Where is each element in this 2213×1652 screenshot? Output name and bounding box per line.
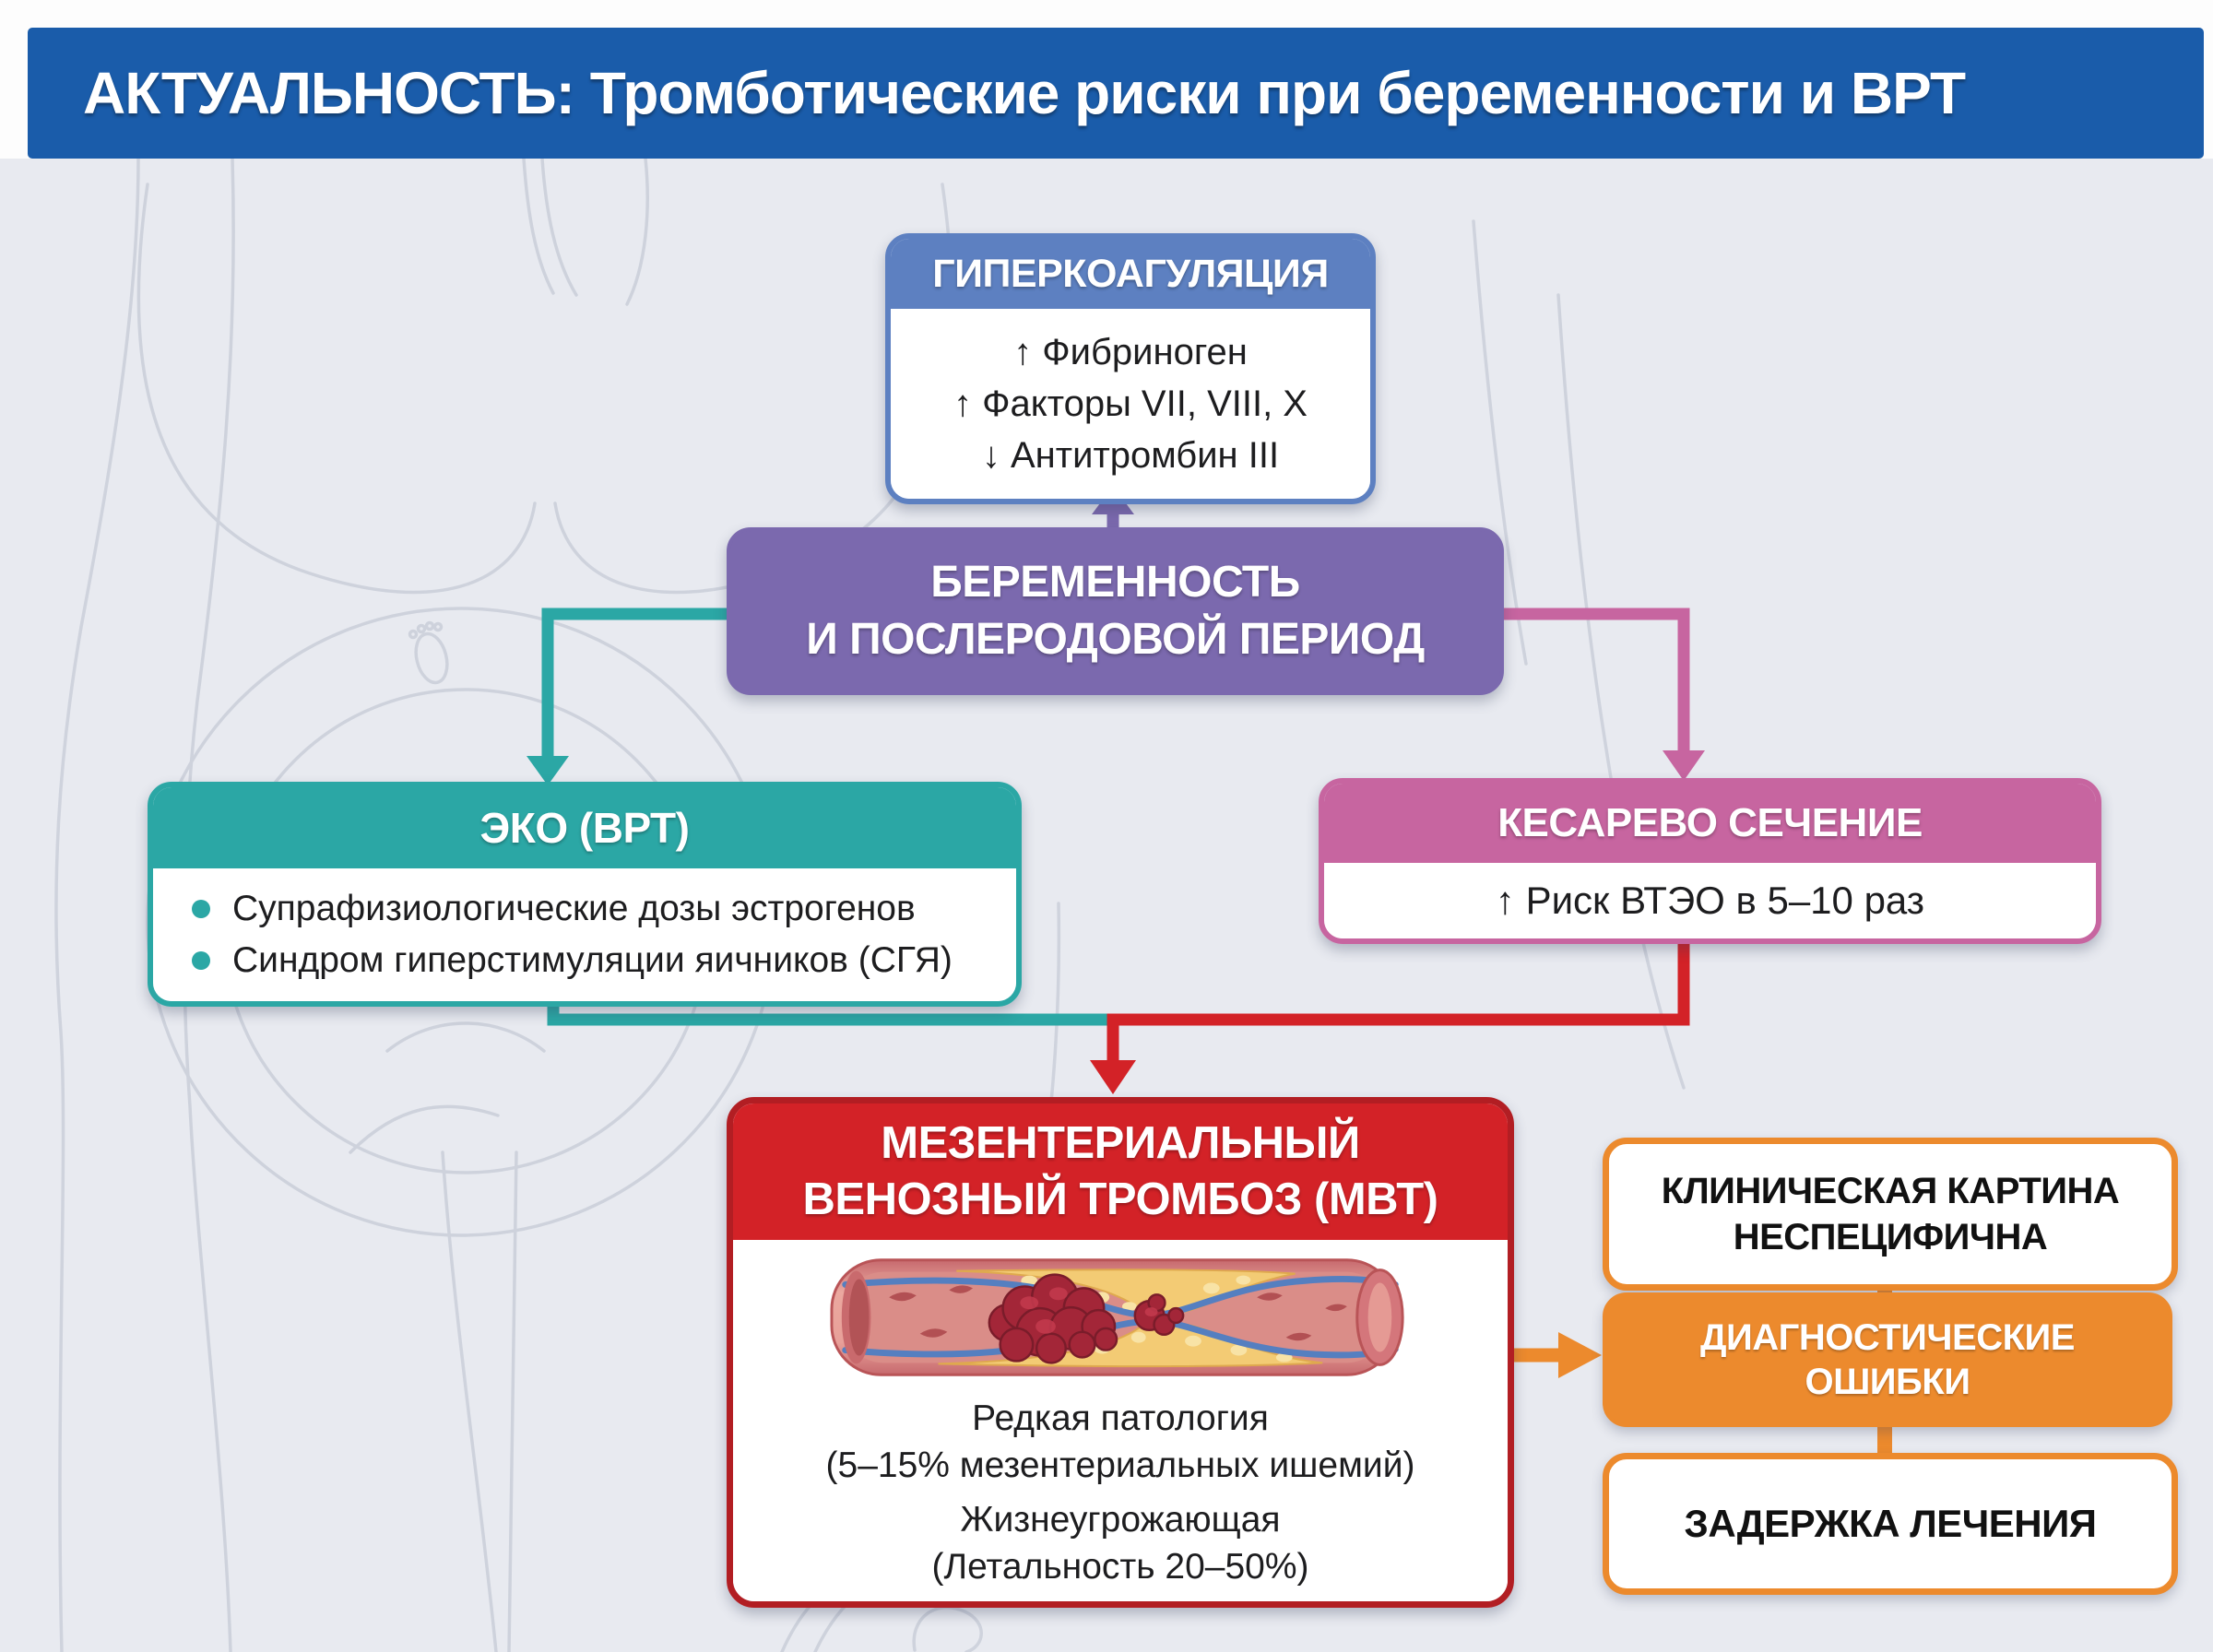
- pregnancy-title-line: БЕРЕМЕННОСТЬ: [930, 558, 1300, 607]
- pregnancy-title-line: И ПОСЛЕРОДОВОЙ ПЕРИОД: [806, 615, 1425, 664]
- hypercoagulation-line: ↑ Фибриноген: [1013, 332, 1248, 372]
- mvt-title-line: МЕЗЕНТЕРИАЛЬНЫЙ: [881, 1118, 1360, 1168]
- cesarean-title: КЕСАРЕВО СЕЧЕНИЕ: [1324, 784, 2096, 863]
- mvt-body-line: (Летальность 20–50%): [931, 1547, 1309, 1587]
- mvt-body: Редкая патология (5–15% мезентериальных …: [733, 1240, 1508, 1601]
- ivf-bullet: Супрафизиологические дозы эстрогенов: [184, 883, 916, 935]
- mvt-body-line: Редкая патология: [972, 1398, 1269, 1438]
- ivf-bullet-text: Супрафизиологические дозы эстрогенов: [232, 889, 916, 928]
- clinical-picture-box: КЛИНИЧЕСКАЯ КАРТИНА НЕСПЕЦИФИЧНА: [1603, 1138, 2178, 1291]
- hypercoagulation-line: ↓ Антитромбин III: [981, 435, 1280, 476]
- arrow-pregnancy-to-ivf: [527, 608, 728, 785]
- mvt-box: МЕЗЕНТЕРИАЛЬНЫЙ ВЕНОЗНЫЙ ТРОМБОЗ (МВТ): [727, 1097, 1514, 1608]
- mvt-body-line: (5–15% мезентериальных ишемий): [825, 1446, 1415, 1485]
- thrombosed-vessel-illustration: [830, 1258, 1404, 1376]
- hypercoagulation-box: ГИПЕРКОАГУЛЯЦИЯ ↑ Фибриноген ↑ Факторы V…: [885, 233, 1376, 504]
- title-bar: АКТУАЛЬНОСТЬ: Тромботические риски при б…: [28, 28, 2204, 159]
- hypercoagulation-line: ↑ Факторы VII, VIII, X: [953, 384, 1308, 424]
- bullet-dot-icon: [192, 900, 210, 918]
- cesarean-body: ↑ Риск ВТЭО в 5–10 раз: [1324, 863, 2096, 938]
- delay-line: ЗАДЕРЖКА ЛЕЧЕНИЯ: [1684, 1502, 2097, 1545]
- bullet-dot-icon: [192, 951, 210, 970]
- mvt-note-rare: Редкая патология (5–15% мезентериальных …: [826, 1395, 1415, 1489]
- hypercoagulation-body: ↑ Фибриноген ↑ Факторы VII, VIII, X ↓ Ан…: [891, 309, 1370, 499]
- clinical-line: КЛИНИЧЕСКАЯ КАРТИНА: [1661, 1171, 2120, 1211]
- page-title: АКТУАЛЬНОСТЬ: Тромботические риски при б…: [83, 60, 1966, 126]
- pregnancy-box: БЕРЕМЕННОСТЬ И ПОСЛЕРОДОВОЙ ПЕРИОД: [727, 527, 1504, 695]
- diagnostic-line: ОШИБКИ: [1805, 1362, 1970, 1402]
- pregnancy-title: БЕРЕМЕННОСТЬ И ПОСЛЕРОДОВОЙ ПЕРИОД: [730, 554, 1500, 668]
- ivf-title: ЭКО (ВРТ): [153, 787, 1016, 868]
- diagnostic-line: ДИАГНОСТИЧЕСКИЕ: [1700, 1317, 2075, 1358]
- cesarean-box: КЕСАРЕВО СЕЧЕНИЕ ↑ Риск ВТЭО в 5–10 раз: [1319, 778, 2101, 944]
- ivf-body: Супрафизиологические дозы эстрогенов Син…: [153, 868, 1016, 1001]
- mvt-body-line: Жизнеугрожающая: [960, 1500, 1281, 1540]
- ivf-box: ЭКО (ВРТ) Супрафизиологические дозы эстр…: [148, 782, 1022, 1007]
- arrow-pregnancy-to-cesarean: [1495, 608, 1705, 781]
- ivf-bullet: Синдром гиперстимуляции яичников (СГЯ): [184, 935, 953, 986]
- mvt-title: МЕЗЕНТЕРИАЛЬНЫЙ ВЕНОЗНЫЙ ТРОМБОЗ (МВТ): [733, 1103, 1508, 1240]
- cesarean-line: ↑ Риск ВТЭО в 5–10 раз: [1495, 879, 1925, 922]
- clinical-line: НЕСПЕЦИФИЧНА: [1733, 1217, 2048, 1257]
- hypercoagulation-title: ГИПЕРКОАГУЛЯЦИЯ: [891, 239, 1370, 309]
- diagnostic-errors-box: ДИАГНОСТИЧЕСКИЕ ОШИБКИ: [1603, 1292, 2172, 1427]
- mvt-title-line: ВЕНОЗНЫЙ ТРОМБОЗ (МВТ): [802, 1174, 1438, 1224]
- mvt-note-lethal: Жизнеугрожающая (Летальность 20–50%): [931, 1496, 1308, 1590]
- ivf-bullet-text: Синдром гиперстимуляции яичников (СГЯ): [232, 940, 953, 980]
- treatment-delay-box: ЗАДЕРЖКА ЛЕЧЕНИЯ: [1603, 1453, 2178, 1595]
- arrow-cesarean-to-mvt: [1090, 929, 1690, 1094]
